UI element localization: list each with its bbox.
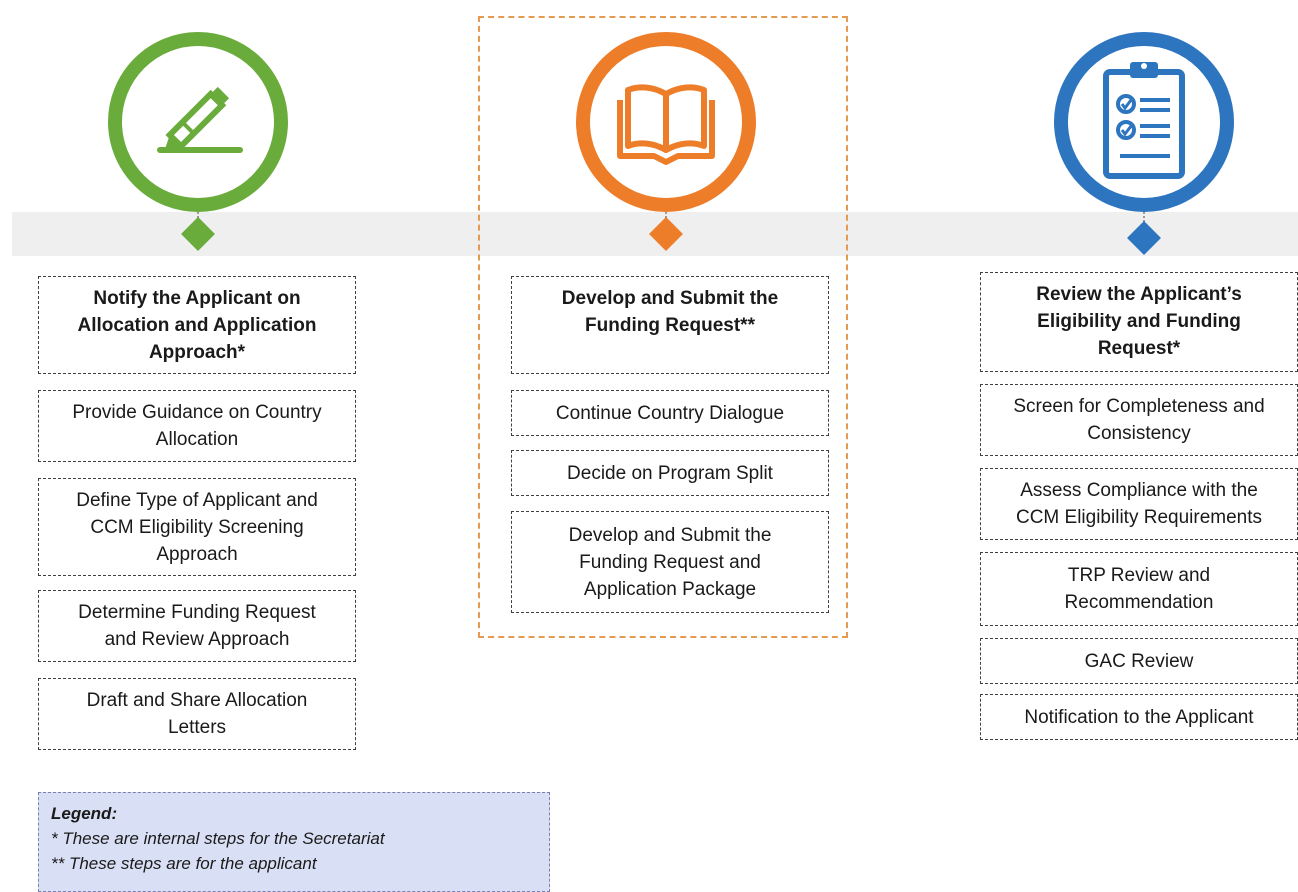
green-step-circle	[108, 32, 288, 212]
orange-step-circle	[576, 32, 756, 212]
legend-box: Legend: * These are internal steps for t…	[38, 792, 550, 892]
blue-connector	[1143, 212, 1145, 226]
step-box: Determine Funding Request and Review App…	[38, 590, 356, 662]
step-box: TRP Review and Recommendation	[980, 552, 1298, 626]
legend-title: Legend:	[51, 804, 118, 823]
blue-step-circle	[1054, 32, 1234, 212]
step-box: Decide on Program Split	[511, 450, 829, 496]
legend-line-secretariat: * These are internal steps for the Secre…	[51, 829, 385, 848]
step-box: Draft and Share Allocation Letters	[38, 678, 356, 750]
step-box: Develop and Submit the Funding Request a…	[511, 511, 829, 613]
open-book-icon	[617, 84, 715, 165]
step-box: Screen for Completeness and Consistency	[980, 384, 1298, 456]
step-box: GAC Review	[980, 638, 1298, 684]
step-header: Review the Applicant’s Eligibility and F…	[980, 272, 1298, 372]
applicant-steps-frame	[478, 16, 848, 638]
step-box: Provide Guidance on Country Allocation	[38, 390, 356, 462]
step-box: Define Type of Applicant and CCM Eligibi…	[38, 478, 356, 576]
step-header: Notify the Applicant on Allocation and A…	[38, 276, 356, 374]
pencil-icon	[157, 86, 243, 153]
step-header: Develop and Submit the Funding Request**	[511, 276, 829, 374]
step-box: Notification to the Applicant	[980, 694, 1298, 740]
clipboard-checklist-icon	[1103, 62, 1185, 179]
step-box: Assess Compliance with the CCM Eligibili…	[980, 468, 1298, 540]
step-box: Continue Country Dialogue	[511, 390, 829, 436]
legend-line-applicant: ** These steps are for the applicant	[51, 854, 317, 873]
